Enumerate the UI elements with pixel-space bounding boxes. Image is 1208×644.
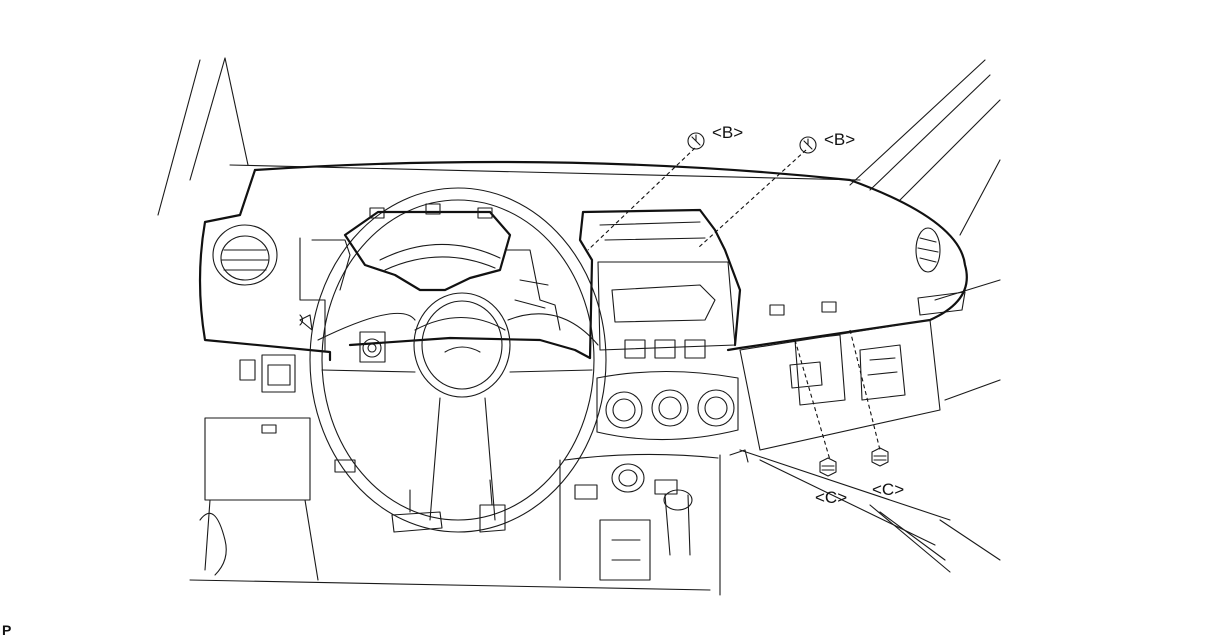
right-a-pillar [849, 59, 1001, 561]
pedals [391, 479, 506, 533]
center-cluster-opening [597, 221, 736, 359]
combination-meter [343, 203, 512, 292]
callout-b-right: <B> [824, 130, 855, 149]
glove-box-area [729, 301, 951, 573]
callout-c-right: <C> [872, 480, 904, 499]
callout-c-left: <C> [815, 488, 847, 507]
bolt-icon [871, 447, 889, 467]
ignition-switch [359, 331, 386, 363]
left-a-pillar [157, 57, 249, 216]
b-screw-leader-lines [587, 147, 807, 251]
corner-mark: P [2, 622, 12, 638]
screw-icon [687, 132, 705, 150]
callout-b-left: <B> [712, 123, 743, 142]
left-air-vent [212, 224, 278, 286]
panel-internals-left [299, 237, 561, 351]
screw-icon [799, 136, 817, 154]
bolt-icon [819, 457, 837, 477]
heater-control-panel [596, 370, 739, 441]
lower-left-panel [189, 314, 711, 591]
steering-wheel [309, 187, 607, 533]
center-console [559, 453, 721, 596]
instrument-panel [198, 160, 968, 362]
windshield-base [229, 164, 861, 181]
right-air-vent [915, 227, 966, 316]
